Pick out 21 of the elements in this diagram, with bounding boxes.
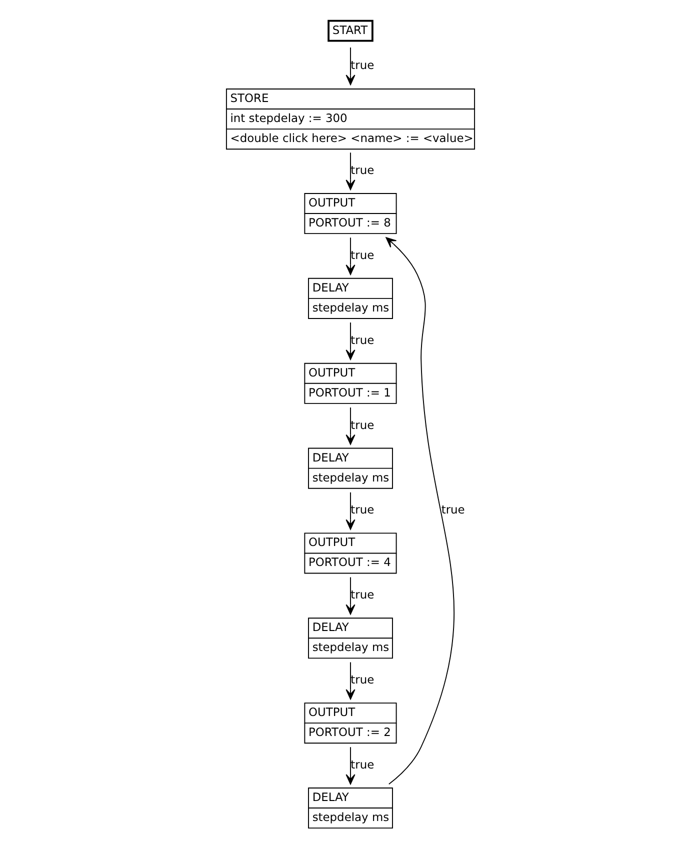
edge-label: true [350, 248, 374, 262]
edge-label: true [350, 332, 374, 347]
arrow [345, 322, 355, 360]
edge-label: true [350, 502, 374, 517]
arrow [345, 152, 355, 190]
arrow [345, 492, 355, 530]
edge-label: true [350, 588, 374, 602]
edge-label: true [350, 758, 374, 772]
arrow [345, 237, 355, 275]
arrow [345, 406, 355, 445]
arrow [345, 662, 355, 700]
arrow [385, 237, 454, 785]
node-box: START [327, 20, 373, 42]
edge-label: true [350, 163, 374, 178]
edge-label: true [350, 58, 374, 72]
edge-label: true [440, 502, 464, 517]
edge-label: true [350, 418, 374, 432]
edge-label: true [350, 672, 374, 687]
arrow [345, 746, 355, 785]
arrow [345, 47, 355, 86]
arrow [345, 576, 355, 615]
